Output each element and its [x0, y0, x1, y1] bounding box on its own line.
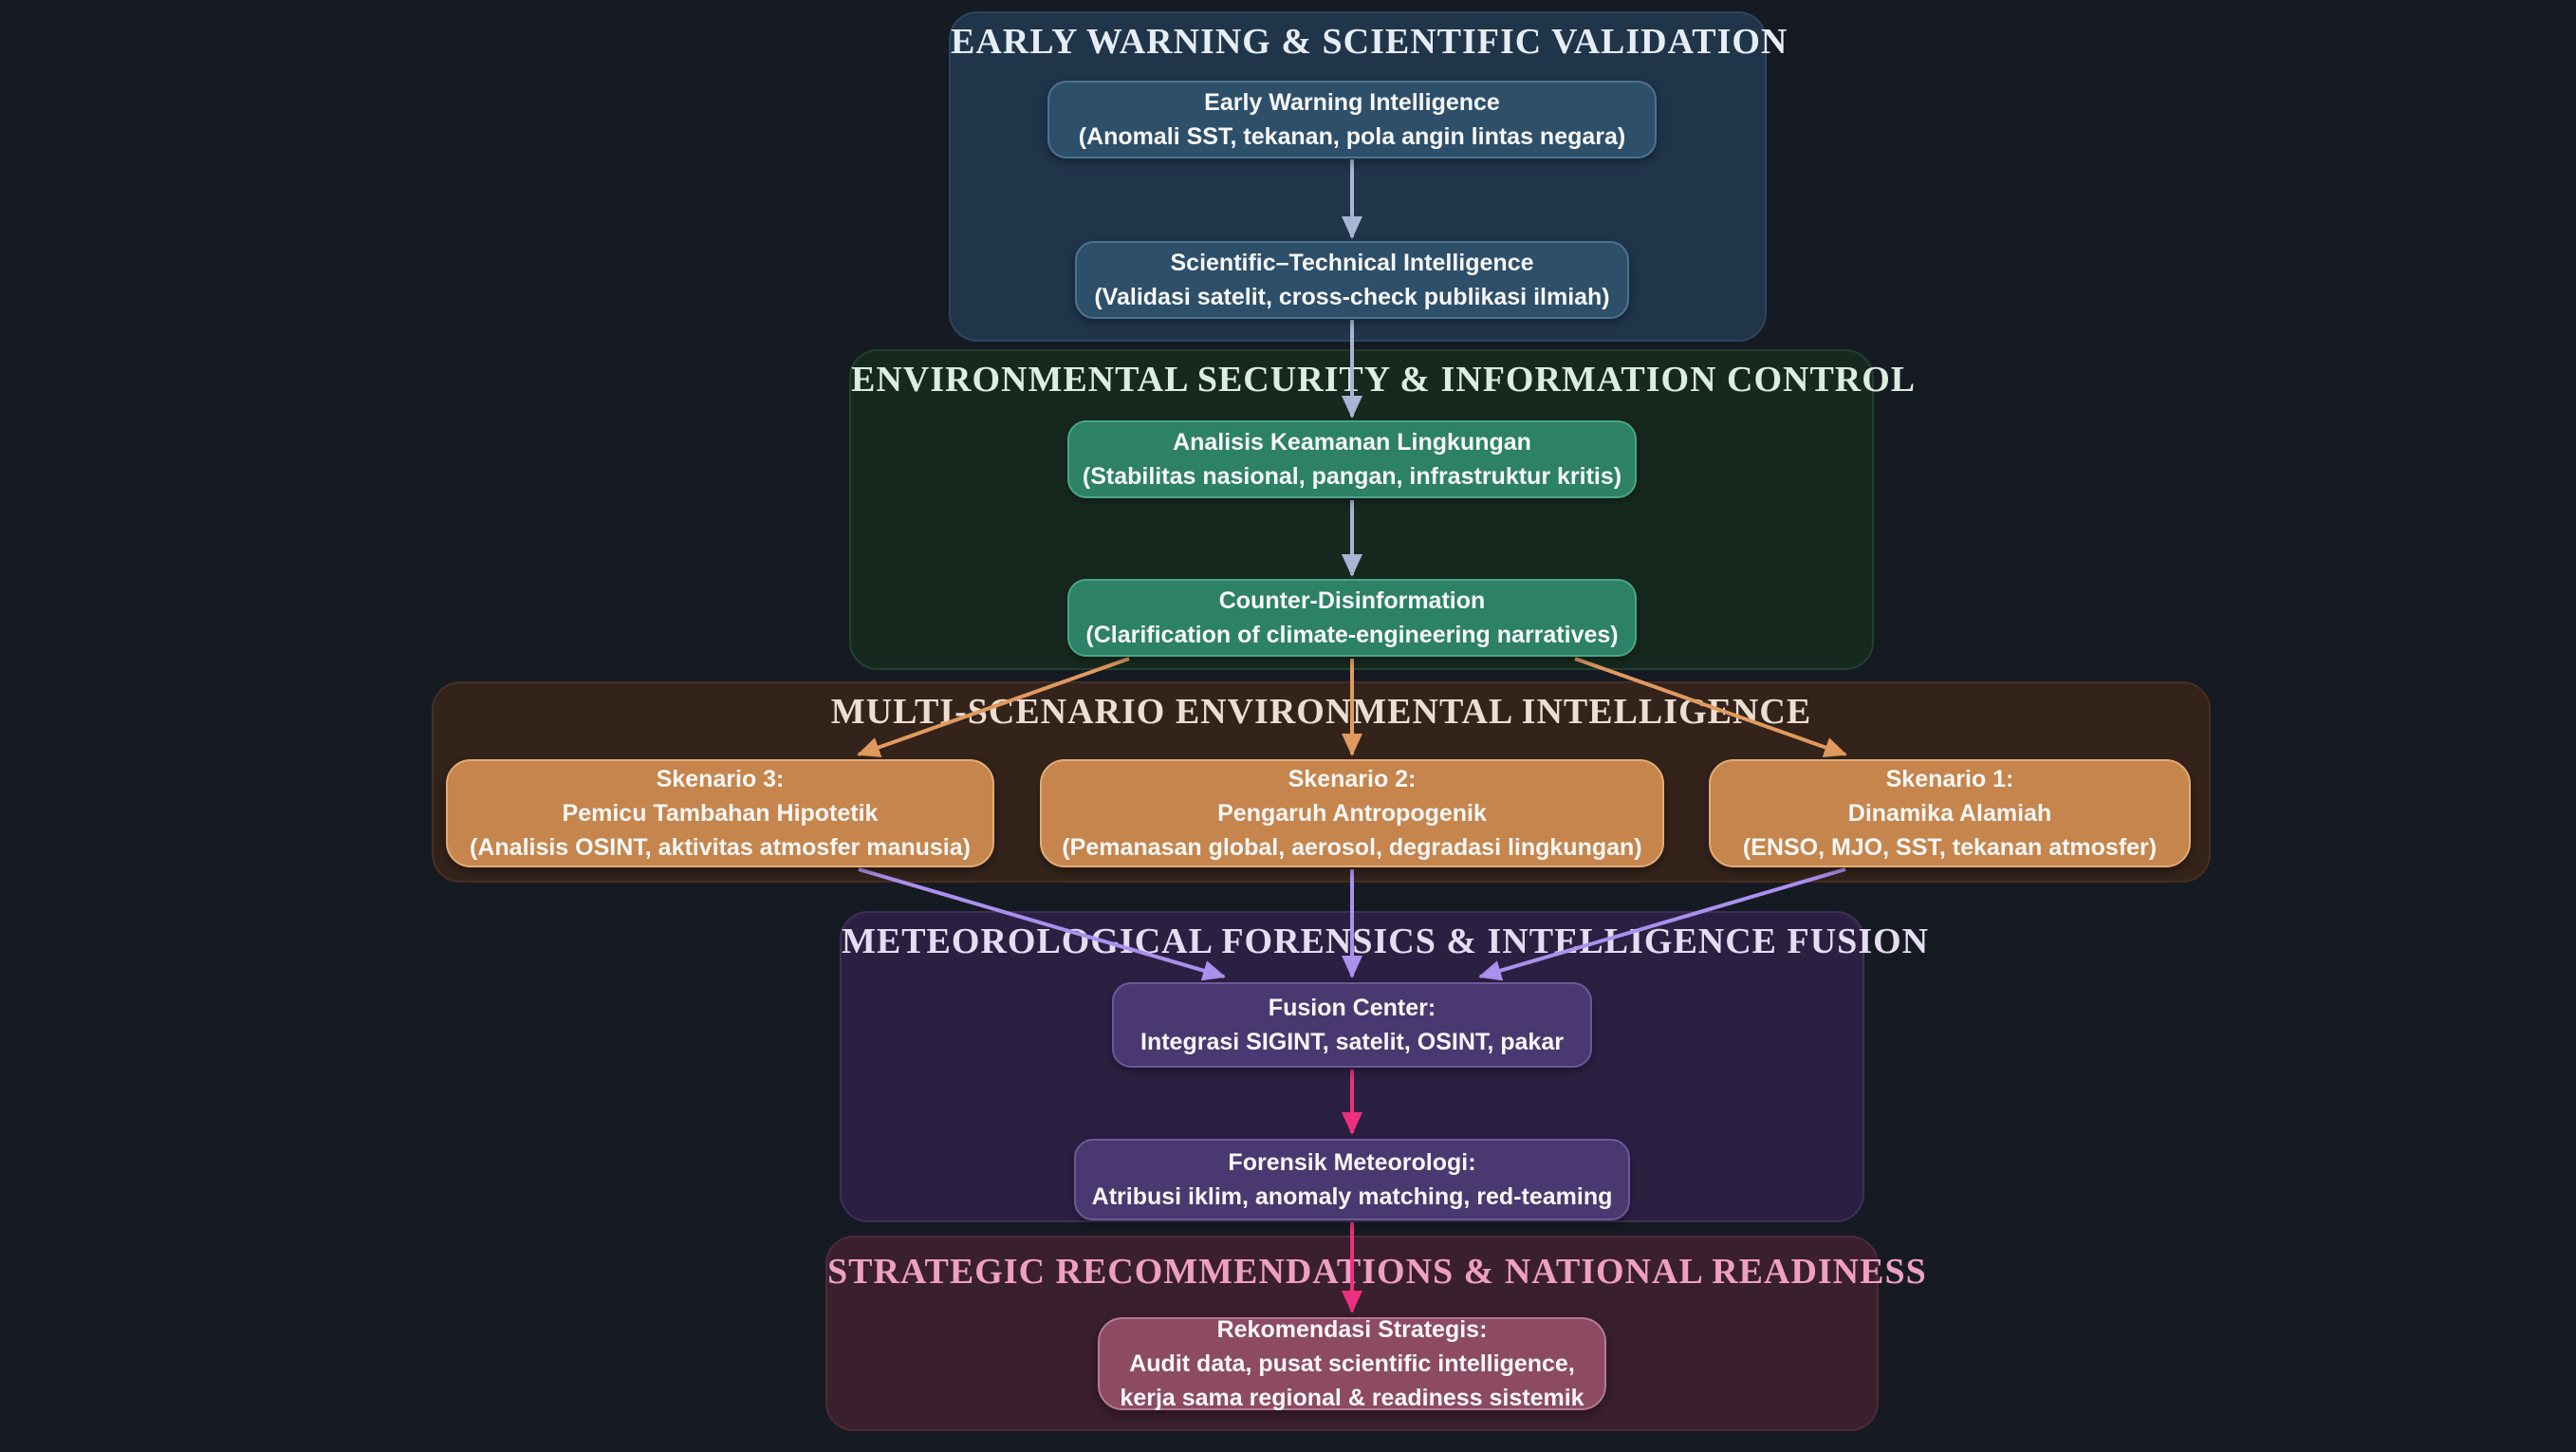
node-early-warning-intelligence: Early Warning Intelligence (Anomali SST,… — [1047, 81, 1657, 158]
node-analisis-keamanan-lingkungan: Analisis Keamanan Lingkungan (Stabilitas… — [1067, 420, 1637, 498]
node-line: (Validasi satelit, cross-check publikasi… — [1094, 284, 1610, 310]
node-skenario-1: Skenario 1: Dinamika Alamiah (ENSO, MJO,… — [1709, 759, 2191, 867]
node-line: Dinamika Alamiah — [1847, 800, 2052, 827]
node-line: Analisis Keamanan Lingkungan — [1173, 429, 1531, 456]
node-skenario-2: Skenario 2: Pengaruh Antropogenik (Peman… — [1040, 759, 1664, 867]
node-line: (Clarification of climate-engineering na… — [1085, 622, 1619, 648]
node-line: Rekomendasi Strategis: — [1216, 1316, 1488, 1343]
node-scientific-technical-intelligence: Scientific–Technical Intelligence (Valid… — [1075, 241, 1629, 319]
node-line: Pemicu Tambahan Hipotetik — [562, 800, 879, 827]
node-rekomendasi-strategis: Rekomendasi Strategis: Audit data, pusat… — [1098, 1316, 1606, 1411]
node-line: Early Warning Intelligence — [1204, 89, 1500, 116]
node-line: (ENSO, MJO, SST, tekanan atmosfer) — [1742, 834, 2158, 861]
node-line: Counter-Disinformation — [1218, 587, 1486, 614]
node-line: Skenario 3: — [656, 766, 785, 792]
node-forensik-meteorologi: Forensik Meteorologi: Atribusi iklim, an… — [1074, 1139, 1630, 1220]
node-skenario-3: Skenario 3: Pemicu Tambahan Hipotetik (A… — [446, 759, 994, 867]
section-title-multi-scenario-intelligence: MULTI-SCENARIO ENVIRONMENTAL INTELLIGENC… — [830, 692, 1812, 732]
section-title-strategic-recommendations: STRATEGIC RECOMMENDATIONS & NATIONAL REA… — [827, 1252, 1927, 1292]
node-line: Skenario 2: — [1288, 766, 1417, 792]
node-line: Pengaruh Antropogenik — [1217, 800, 1487, 827]
node-line: Integrasi SIGINT, satelit, OSINT, pakar — [1140, 1029, 1564, 1055]
section-title-early-warning-validation: EARLY WARNING & SCIENTIFIC VALIDATION — [951, 22, 1788, 62]
node-fusion-center: Fusion Center: Integrasi SIGINT, satelit… — [1112, 982, 1592, 1068]
node-line: (Anomali SST, tekanan, pola angin lintas… — [1078, 123, 1626, 150]
node-line: Skenario 1: — [1885, 766, 2014, 792]
node-line: Forensik Meteorologi: — [1228, 1149, 1476, 1176]
node-line: Atribusi iklim, anomaly matching, red-te… — [1091, 1183, 1613, 1210]
node-line: Scientific–Technical Intelligence — [1170, 250, 1534, 276]
section-title-environmental-security: ENVIRONMENTAL SECURITY & INFORMATION CON… — [851, 360, 1917, 400]
node-line: (Analisis OSINT, aktivitas atmosfer manu… — [470, 834, 971, 861]
node-line: (Pemanasan global, aerosol, degradasi li… — [1062, 834, 1642, 861]
node-line: kerja sama regional & readiness sistemik — [1120, 1385, 1585, 1411]
node-counter-disinformation: Counter-Disinformation (Clarification of… — [1067, 579, 1637, 657]
node-line: (Stabilitas nasional, pangan, infrastruk… — [1082, 463, 1622, 490]
section-title-meteorological-forensics: METEOROLOGICAL FORENSICS & INTELLIGENCE … — [842, 921, 1930, 961]
node-line: Audit data, pusat scientific intelligenc… — [1129, 1350, 1575, 1377]
node-line: Fusion Center: — [1268, 995, 1436, 1021]
